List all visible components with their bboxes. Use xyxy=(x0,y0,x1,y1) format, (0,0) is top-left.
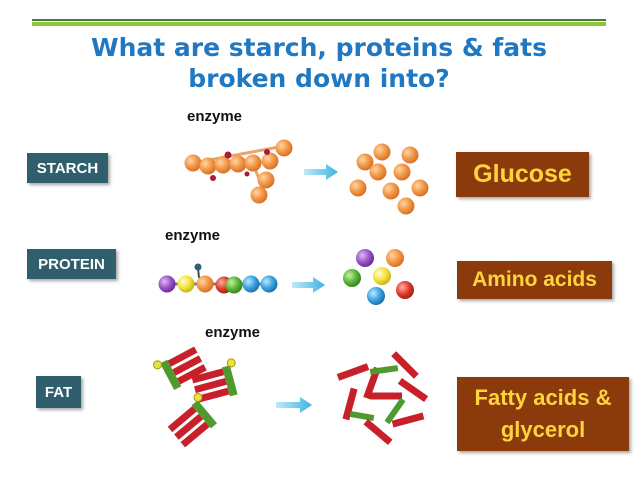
fat-label: FAT xyxy=(36,376,81,408)
starch-label: STARCH xyxy=(27,153,108,183)
title-line-2: broken down into? xyxy=(188,64,450,93)
starch-arrow xyxy=(304,164,338,180)
fat-arrow xyxy=(276,397,312,413)
protein-label: PROTEIN xyxy=(27,249,116,279)
protein-enzyme-label: enzyme xyxy=(165,227,221,244)
title-line-1: What are starch, proteins & fats xyxy=(91,33,547,62)
fatty-acids-result-line2: glycerol xyxy=(500,417,586,442)
fatty-acids-glycerol-result: Fatty acids & glycerol xyxy=(457,377,629,451)
protein-molecule xyxy=(158,263,278,294)
fat-enzyme-label: enzyme xyxy=(205,324,261,341)
starch-molecule xyxy=(184,139,293,204)
glucose-molecules xyxy=(349,143,429,215)
top-rule-light xyxy=(32,22,606,26)
fatty-acid-glycerol-pieces xyxy=(336,351,429,445)
fat-molecules xyxy=(152,346,238,448)
protein-arrow xyxy=(292,277,325,293)
page-title: What are starch, proteins & fats broken … xyxy=(0,32,638,94)
fatty-acids-result-line1: Fatty acids & xyxy=(474,385,612,410)
starch-enzyme-label: enzyme xyxy=(187,108,243,125)
top-rule-dark xyxy=(32,19,606,21)
amino-acids-result: Amino acids xyxy=(457,261,612,299)
glucose-result: Glucose xyxy=(456,152,589,197)
amino-acid-molecules xyxy=(343,249,414,305)
